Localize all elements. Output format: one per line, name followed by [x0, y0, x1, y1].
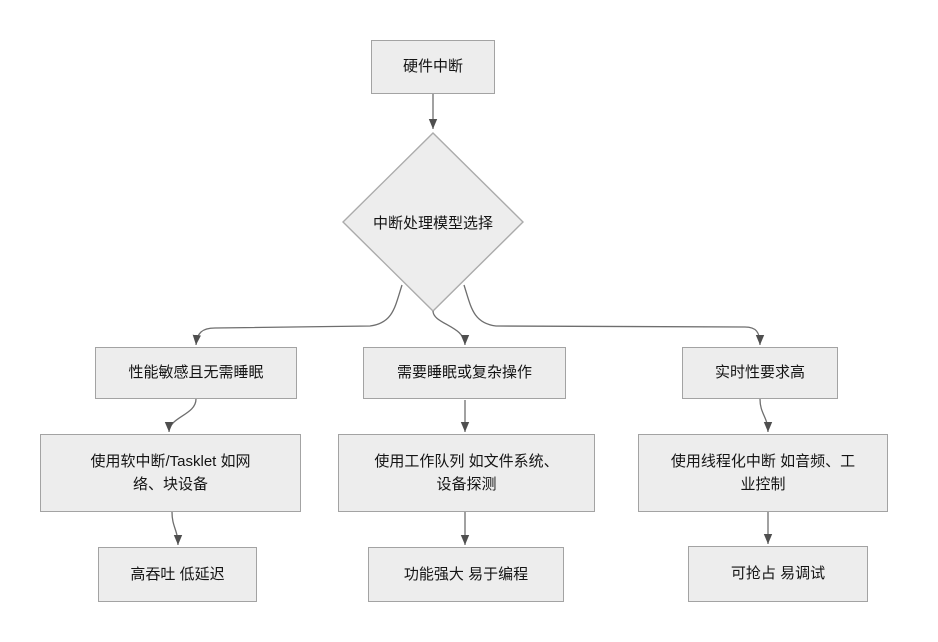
- node-decision-model-select-label: 中断处理模型选择: [372, 214, 493, 232]
- connector-right-condition-action: [759, 398, 773, 433]
- connector-left-condition-action: [164, 398, 197, 433]
- connector-decision-right-condition: [463, 284, 765, 346]
- node-threaded-interrupt-label: 使用线程化中断 如音频、工业控制: [670, 452, 856, 493]
- node-hardware-interrupt-label: 硬件中断: [402, 58, 463, 76]
- node-powerful-easy-programming-label: 功能强大 易于编程: [403, 565, 529, 583]
- node-workqueue-label: 使用工作队列 如文件系统、设备探测: [374, 452, 559, 493]
- node-perf-sensitive-no-sleep: 性能敏感且无需睡眠: [95, 347, 297, 399]
- node-high-throughput-low-latency-label: 高吞吐 低延迟: [130, 565, 225, 583]
- node-hardware-interrupt: 硬件中断: [371, 40, 495, 94]
- node-softirq-tasklet: 使用软中断/Tasklet 如网络、块设备: [40, 434, 301, 512]
- node-threaded-interrupt: 使用线程化中断 如音频、工业控制: [638, 434, 888, 512]
- node-preemptible-easy-debug-label: 可抢占 易调试: [730, 565, 826, 583]
- node-realtime-required: 实时性要求高: [682, 347, 838, 399]
- node-preemptible-easy-debug: 可抢占 易调试: [688, 546, 868, 602]
- node-high-throughput-low-latency: 高吞吐 低延迟: [98, 547, 257, 602]
- connector-decision-left-condition: [192, 284, 403, 346]
- node-need-sleep-complex-label: 需要睡眠或复杂操作: [396, 364, 532, 382]
- node-realtime-required-label: 实时性要求高: [714, 364, 805, 382]
- connector-decision-middle-condition: [432, 310, 470, 346]
- node-need-sleep-complex: 需要睡眠或复杂操作: [363, 347, 566, 399]
- node-workqueue: 使用工作队列 如文件系统、设备探测: [338, 434, 595, 512]
- connector-left-action-result: [171, 511, 183, 546]
- node-powerful-easy-programming: 功能强大 易于编程: [368, 547, 564, 602]
- node-perf-sensitive-no-sleep-label: 性能敏感且无需睡眠: [128, 364, 264, 382]
- node-softirq-tasklet-label: 使用软中断/Tasklet 如网络、块设备: [90, 452, 251, 493]
